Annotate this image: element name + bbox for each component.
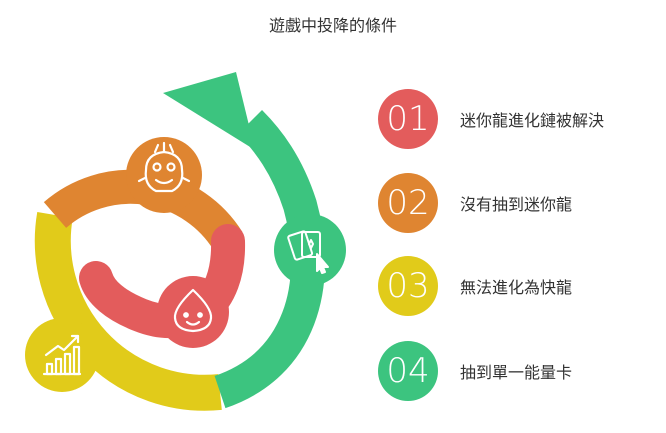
page-title: 遊戲中投降的條件 [268, 18, 397, 35]
playing-cards-icon [287, 230, 329, 274]
item-label: 沒有抽到迷你龍 [460, 197, 573, 214]
item-label: 抽到單一能量卡 [460, 365, 573, 382]
spiral-diagram [25, 72, 346, 411]
item-number-badge: 03 [378, 256, 438, 316]
list-item: 01 迷你龍進化鏈被解決 [378, 89, 604, 149]
list-item: 03 無法進化為快龍 [378, 256, 572, 316]
orange-icon-circle [126, 137, 202, 213]
lion-dance-icon [137, 141, 191, 193]
item-number-badge: 02 [378, 173, 438, 233]
list-item: 04 抽到單一能量卡 [378, 341, 572, 401]
growth-chart-icon [42, 334, 82, 376]
red-icon-circle [157, 276, 229, 348]
item-label: 無法進化為快龍 [460, 280, 573, 297]
item-label: 迷你龍進化鏈被解決 [460, 113, 605, 130]
list-item: 02 沒有抽到迷你龍 [378, 173, 572, 233]
item-number-badge: 04 [378, 341, 438, 401]
yellow-icon-circle [25, 318, 99, 392]
item-number-badge: 01 [378, 89, 438, 149]
red-spiral-segment [79, 224, 246, 339]
green-arrow-head [163, 72, 255, 150]
green-icon-circle [274, 214, 346, 286]
slime-face-icon [173, 288, 213, 333]
